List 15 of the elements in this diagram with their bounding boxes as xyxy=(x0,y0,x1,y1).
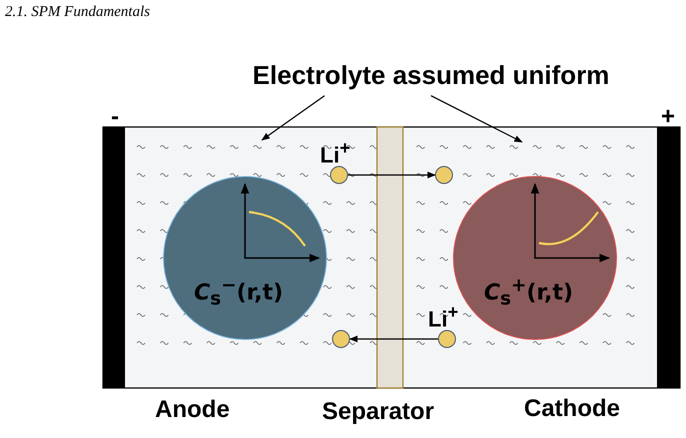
header-text: 2.1. SPM Fundamentals xyxy=(5,4,150,20)
callout-text: Electrolyte assumed uniform xyxy=(218,60,644,91)
region-label: Cathode xyxy=(524,396,620,422)
arrow xyxy=(348,172,436,178)
polarity-sign: - xyxy=(111,104,119,130)
region-label: Separator xyxy=(322,399,434,426)
leader-arrow xyxy=(261,95,325,140)
ion-label: Li$^{+}$ xyxy=(320,136,350,168)
region-label: Anode xyxy=(155,397,230,424)
ion-label: Li$^{+}$ xyxy=(428,300,458,332)
leader-arrow xyxy=(430,95,523,143)
concentration-label: C$_{s}$$^{−}$(r,t) xyxy=(194,275,284,310)
polarity-sign: + xyxy=(661,104,676,130)
concentration-label: C$_{s}$$^{+}$(r,t) xyxy=(484,275,574,310)
arrow xyxy=(349,336,438,342)
